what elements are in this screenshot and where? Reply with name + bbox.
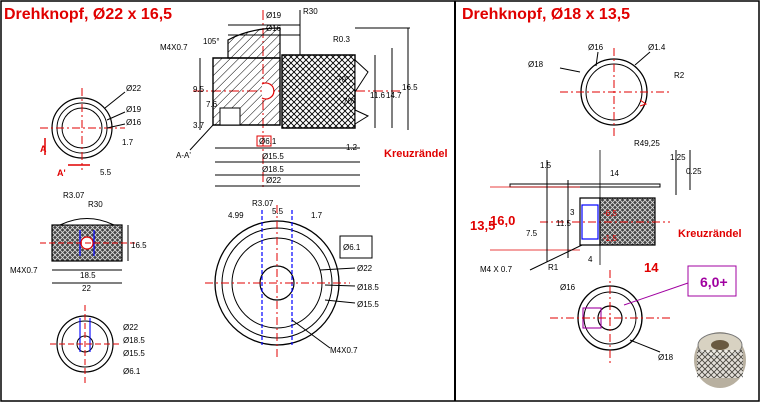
- dim-d19: Ø19: [266, 11, 282, 20]
- dim-d16: Ø16: [266, 24, 282, 33]
- dim-r03: R0.3: [333, 35, 350, 44]
- right-kreuzrandel-label: Kreuzrändel: [678, 228, 742, 240]
- r-side-dim-7-5: 7.5: [526, 229, 538, 238]
- top-dim-d15-5: Ø15.5: [357, 300, 379, 309]
- side-dim-18-5: 18.5: [80, 271, 96, 280]
- side-dim-16-5: 16.5: [131, 241, 147, 250]
- dim-7-6: 7.6: [206, 100, 218, 109]
- dim-9-5: 9.5: [193, 85, 205, 94]
- top-dim-5-5: 5.5: [272, 207, 284, 216]
- dim-m4-section: M4X0.7: [160, 43, 188, 52]
- left-side-view: [40, 218, 135, 284]
- r-side-dim-13-5: 13,5: [470, 218, 495, 233]
- dim-angle-70b: 70°: [343, 97, 355, 106]
- r-side-dim-1-5: 1.5: [540, 161, 552, 170]
- r-side-dim-1-25: 1.25: [670, 153, 686, 162]
- r-side-dim-16-0: 16,0: [490, 213, 515, 228]
- dim-11-6: 11.6: [370, 91, 386, 100]
- dim-d18-5: Ø18.5: [262, 165, 284, 174]
- r-side-dim-m4: M4 X 0.7: [480, 265, 513, 274]
- left-sheet: Ø19 Ø16 R30 M4X0.7 105° R0.3 70° 70° 9.5…: [10, 7, 418, 385]
- left-large-top-view: [205, 205, 373, 360]
- front-dim-5-5: 5.5: [100, 168, 112, 177]
- r-bottom-dim-d16: Ø16: [560, 283, 576, 292]
- section-label-aa: A-A': [176, 151, 191, 160]
- r-side-dim-14-red: 14: [644, 260, 659, 275]
- right-title: Drehknopf, Ø18 x 13,5: [462, 6, 631, 23]
- r-side-dim-neg-1-5: -1,5: [603, 234, 617, 243]
- left-section-view: [189, 10, 410, 190]
- left-front-view: [40, 88, 126, 170]
- knob-photo: [690, 322, 750, 392]
- front-dim-d22: Ø22: [126, 84, 142, 93]
- dim-14-7: 14.7: [386, 91, 402, 100]
- bottom-dim-d6-1: Ø6.1: [123, 367, 141, 376]
- bottom-dim-d18-5: Ø18.5: [123, 336, 145, 345]
- right-bottom-view: [550, 265, 737, 365]
- front-dim-1-7: 1.7: [122, 138, 134, 147]
- side-dim-22: 22: [82, 284, 91, 293]
- dim-d22: Ø22: [266, 176, 282, 185]
- dim-d6-1: Ø6.1: [259, 137, 277, 146]
- r-bottom-dim-6-0: 6,0+: [700, 274, 728, 290]
- dim-angle-70a: 70°: [337, 75, 349, 84]
- bottom-dim-d22: Ø22: [123, 323, 139, 332]
- section-marker-a: A: [40, 144, 47, 154]
- r-side-dim-neg-6-5: -6,5: [603, 209, 617, 218]
- front-dim-r3-07: R3.07: [63, 191, 85, 200]
- r-side-dim-11-5: 11.5: [556, 219, 572, 228]
- r-bottom-dim-d18: Ø18: [658, 353, 674, 362]
- dim-d15-5: Ø15.5: [262, 152, 284, 161]
- left-kreuzrandel-label: Kreuzrändel: [384, 148, 448, 160]
- dim-16-5: 16.5: [402, 83, 418, 92]
- right-side-view: [490, 150, 691, 271]
- dim-3-7: 3.7: [193, 121, 205, 130]
- bottom-dim-d15-5: Ø15.5: [123, 349, 145, 358]
- side-dim-r30: R30: [88, 200, 103, 209]
- top-dim-d6-1: Ø6.1: [343, 243, 361, 252]
- r-front-dim-r2: R2: [674, 71, 685, 80]
- top-dim-m4: M4X0.7: [330, 346, 358, 355]
- left-title: Drehknopf, Ø22 x 16,5: [4, 6, 173, 23]
- top-dim-d18-5: Ø18.5: [357, 283, 379, 292]
- left-bottom-view: [50, 305, 120, 385]
- dim-r30: R30: [303, 7, 318, 16]
- section-marker-a-prime: A': [57, 168, 66, 178]
- r-side-dim-14: 14: [610, 169, 619, 178]
- r-front-dim-d16: Ø16: [588, 43, 604, 52]
- r-side-dim-0-25: 0.25: [686, 167, 702, 176]
- r-side-dim-4: 4: [588, 255, 593, 264]
- top-dim-4-99: 4.99: [228, 211, 244, 220]
- right-front-view: [559, 48, 670, 138]
- front-dim-d19: Ø19: [126, 105, 142, 114]
- dim-angle-105: 105°: [203, 37, 220, 46]
- r-front-dim-d1-4: Ø1.4: [648, 43, 666, 52]
- side-dim-m4: M4X0.7: [10, 266, 38, 275]
- dim-1-2: 1.2: [346, 143, 358, 152]
- r-front-dim-d18: Ø18: [528, 60, 544, 69]
- top-dim-1-7: 1.7: [311, 211, 323, 220]
- top-dim-d22: Ø22: [357, 264, 373, 273]
- right-sheet: Ø18 Ø16 Ø1.4 R2 1.5 R49,25 1.25 0.25 14 …: [470, 43, 750, 392]
- front-dim-d16: Ø16: [126, 118, 142, 127]
- top-dim-r3-07: R3.07: [252, 199, 274, 208]
- r-side-dim-r49-25: R49,25: [634, 139, 660, 148]
- r-side-dim-r1: R1: [548, 263, 559, 272]
- r-side-dim-3: 3: [570, 208, 575, 217]
